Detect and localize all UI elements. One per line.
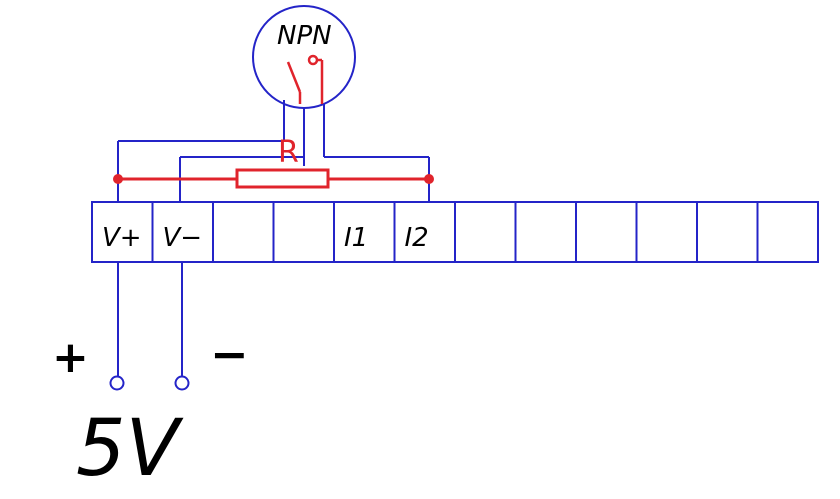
wires <box>117 100 430 377</box>
plus-sign: + <box>52 332 89 383</box>
switch-symbol <box>286 54 324 104</box>
resistor-network <box>118 168 429 189</box>
terminal-label-5: I1 <box>344 223 368 253</box>
terminal-label-2: V− <box>163 223 203 253</box>
junction-dot-right <box>424 174 434 184</box>
npn-label: NPN <box>277 21 332 51</box>
resistor-label: R <box>278 135 299 170</box>
minus-sign: − <box>210 327 249 381</box>
supply-positive-terminal <box>109 375 125 391</box>
voltage-label: 5V <box>76 404 184 494</box>
supply-negative-terminal <box>174 375 190 391</box>
terminal-label-6: I2 <box>405 223 429 253</box>
terminal-label-1: V+ <box>102 223 142 253</box>
junction-dot-left <box>113 174 123 184</box>
